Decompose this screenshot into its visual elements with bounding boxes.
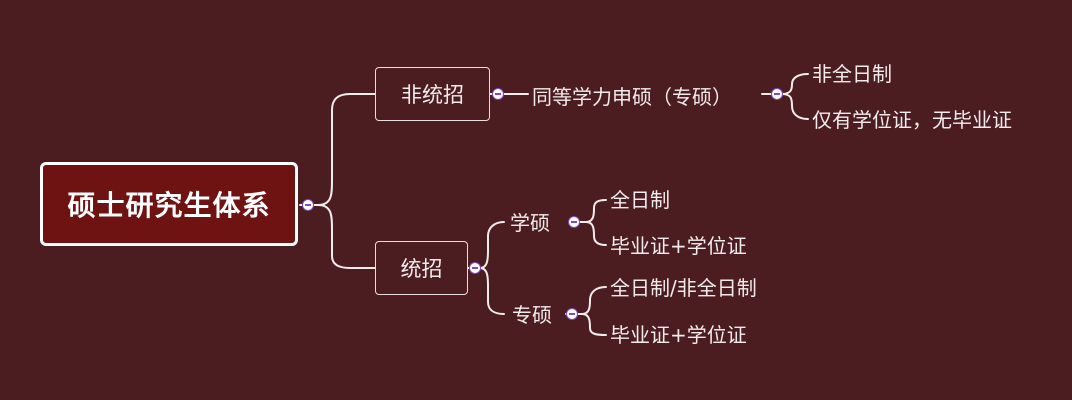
leaf-academic-full-time[interactable]: 全日制 bbox=[610, 188, 670, 212]
root-topic[interactable]: 硕士研究生体系 bbox=[40, 162, 298, 246]
leaf-professional-certificates[interactable]: 毕业证+学位证 bbox=[610, 323, 747, 347]
leaf-part-time[interactable]: 非全日制 bbox=[812, 62, 892, 86]
leaf-academic-certificates[interactable]: 毕业证+学位证 bbox=[610, 234, 747, 258]
topic-academic-master[interactable]: 学硕 bbox=[510, 211, 550, 235]
collapse-toggle-unified[interactable] bbox=[469, 262, 481, 274]
collapse-toggle-non-unified[interactable] bbox=[492, 88, 504, 100]
topic-non-unified[interactable]: 非统招 bbox=[375, 67, 490, 121]
leaf-degree-only[interactable]: 仅有学位证，无毕业证 bbox=[812, 108, 1012, 132]
collapse-toggle-professional-master[interactable] bbox=[566, 308, 578, 320]
collapse-toggle-academic-master[interactable] bbox=[568, 216, 580, 228]
collapse-toggle-root[interactable] bbox=[302, 199, 314, 211]
collapse-toggle-equivalent-degree[interactable] bbox=[771, 88, 783, 100]
topic-professional-master[interactable]: 专硕 bbox=[512, 303, 552, 327]
leaf-professional-study-mode[interactable]: 全日制/非全日制 bbox=[610, 276, 757, 300]
topic-unified[interactable]: 统招 bbox=[375, 241, 468, 295]
topic-equivalent-degree[interactable]: 同等学力申硕（专硕） bbox=[532, 85, 732, 109]
